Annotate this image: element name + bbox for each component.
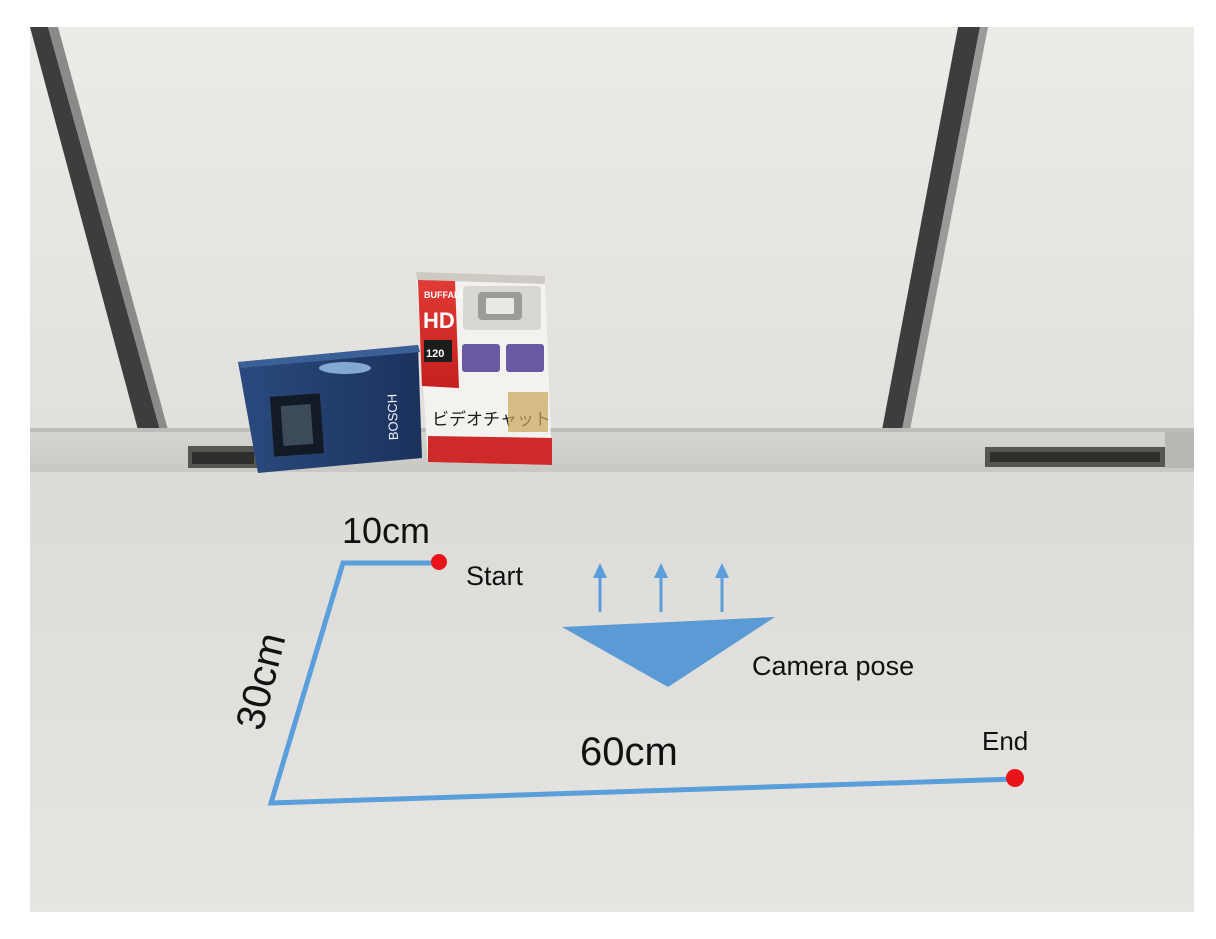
- start-label: Start: [466, 561, 524, 591]
- red-box-fps: 120: [426, 348, 444, 360]
- camera-pose-label: Camera pose: [752, 651, 914, 681]
- red-box-hd: HD: [423, 308, 455, 333]
- end-marker: [1006, 769, 1024, 787]
- table-surface: [30, 470, 1194, 912]
- wall: [30, 27, 1194, 432]
- measurement-path: [267, 560, 1016, 806]
- blue-box-brand: BOSCH: [384, 394, 401, 441]
- red-product-box: BUFFALO HD 120 ビデオチャット: [416, 272, 552, 465]
- wall-post-left: [30, 27, 160, 430]
- wall-post-right: [882, 27, 980, 430]
- dimension-top-label: 10cm: [342, 510, 430, 551]
- blue-product-box: BOSCH: [238, 345, 422, 473]
- end-label: End: [982, 726, 1028, 756]
- camera-pose-triangle: [562, 617, 775, 687]
- red-box-brand: BUFFALO: [424, 290, 467, 300]
- dimension-bottom-label: 60cm: [580, 730, 678, 774]
- start-marker: [431, 554, 447, 570]
- camera-direction-arrows: [593, 563, 729, 612]
